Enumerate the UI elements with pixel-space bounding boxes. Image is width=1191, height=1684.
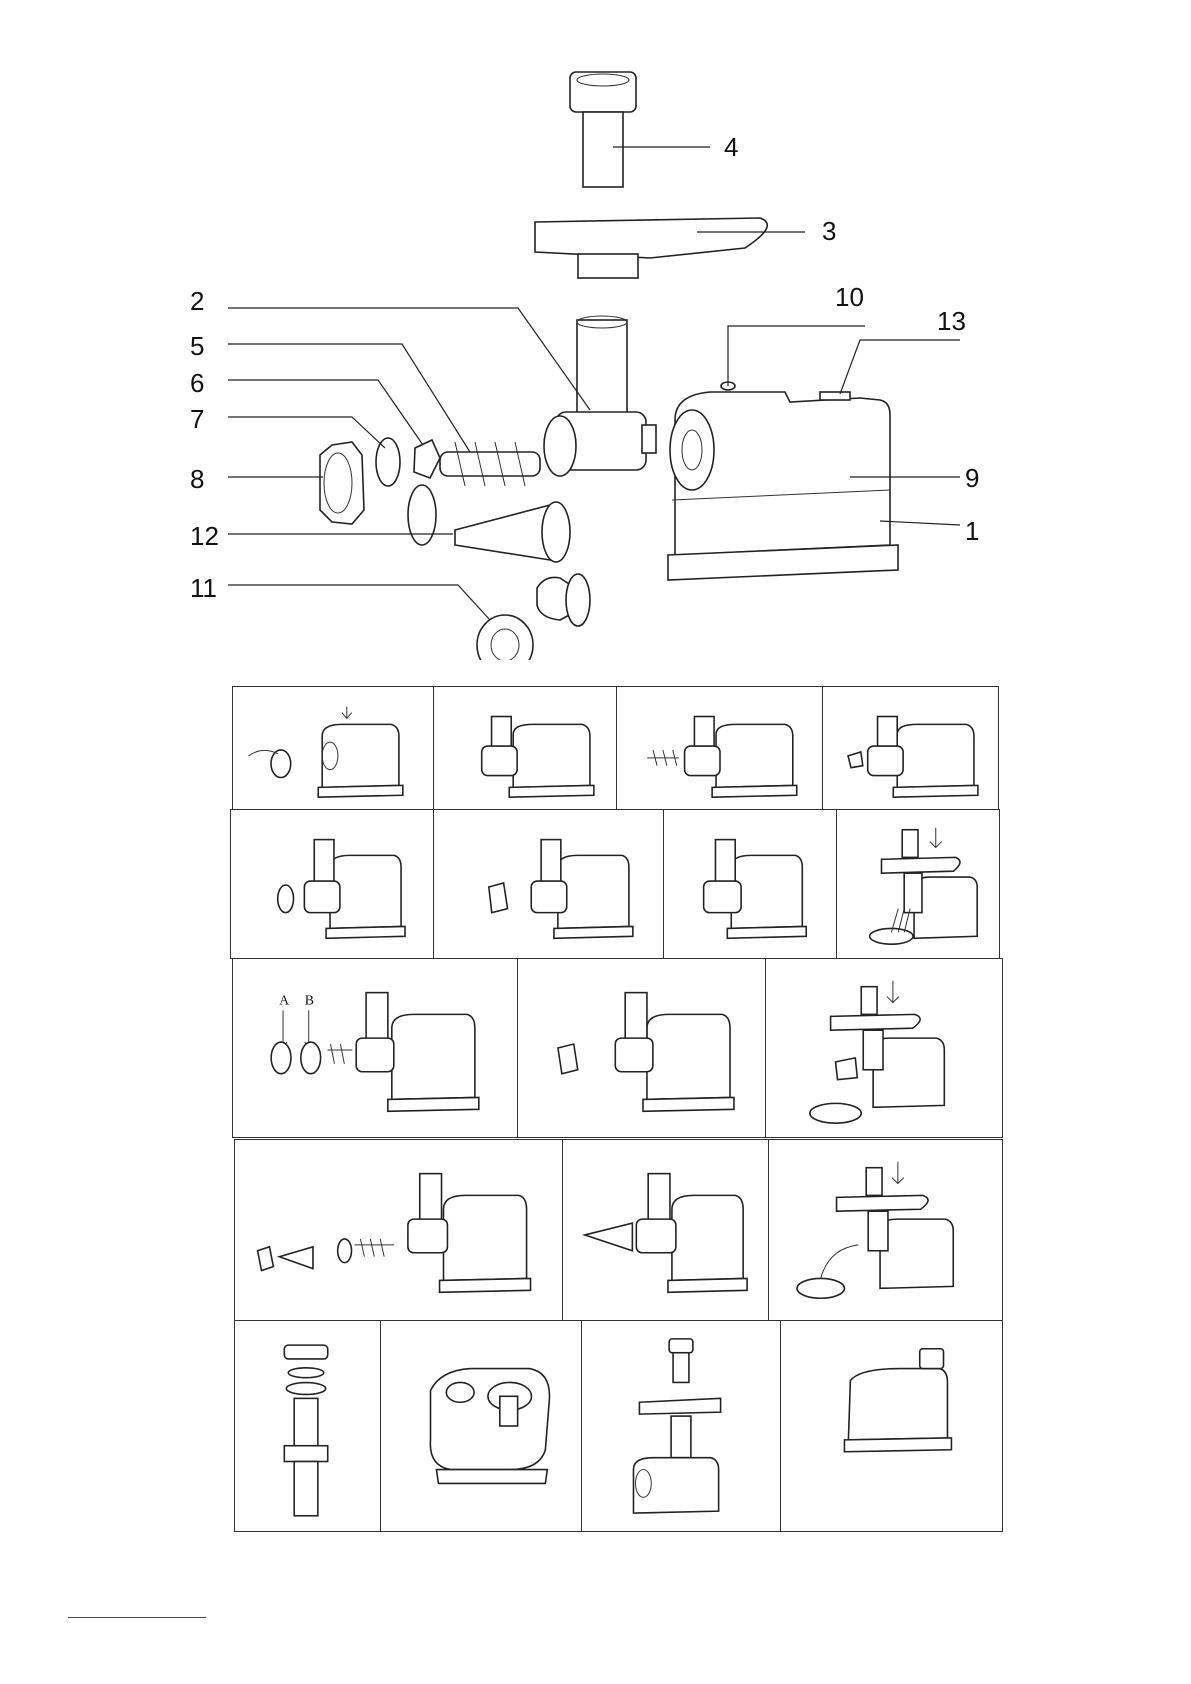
step-cell-5-4 bbox=[780, 1320, 1003, 1532]
step-illustration bbox=[381, 1321, 581, 1531]
part-number-6: 6 bbox=[190, 368, 204, 398]
leader-6 bbox=[228, 380, 423, 445]
part-number-2: 2 bbox=[190, 286, 204, 316]
step-illustration bbox=[823, 687, 998, 809]
part-number-12: 12 bbox=[190, 521, 219, 551]
step-cell-5-2 bbox=[380, 1320, 582, 1532]
step-cell-1-2 bbox=[433, 686, 617, 810]
step-illustration bbox=[766, 959, 1002, 1137]
ring-nut-illustration bbox=[320, 442, 364, 524]
leader-2 bbox=[228, 308, 590, 410]
part-number-10: 10 bbox=[835, 282, 864, 312]
blade-illustration bbox=[414, 440, 440, 478]
step-cell-4-2 bbox=[562, 1139, 769, 1321]
step-cell-4-1 bbox=[234, 1139, 563, 1321]
part-number-3: 3 bbox=[822, 216, 836, 246]
label-b: B bbox=[305, 992, 314, 1007]
leader-5 bbox=[228, 344, 470, 452]
part-number-11: 11 bbox=[190, 573, 217, 603]
leader-13 bbox=[840, 340, 960, 394]
step-cell-3-1: A B bbox=[232, 958, 518, 1138]
feed-screw-illustration bbox=[440, 442, 540, 486]
step-illustration: A B bbox=[233, 959, 517, 1137]
step-illustration bbox=[235, 1140, 562, 1320]
step-cell-1-3 bbox=[616, 686, 823, 810]
part-number-1: 1 bbox=[965, 516, 979, 546]
step-illustration bbox=[664, 810, 836, 958]
step-illustration bbox=[617, 687, 822, 809]
step-cell-2-4 bbox=[836, 809, 1000, 959]
kebbe-attachment-illustration bbox=[477, 574, 590, 660]
step-cell-2-3 bbox=[663, 809, 837, 959]
tray-illustration bbox=[535, 218, 767, 278]
leader-10 bbox=[728, 326, 865, 386]
step-illustration bbox=[563, 1140, 768, 1320]
step-illustration bbox=[781, 1321, 1002, 1531]
sausage-funnel-illustration bbox=[455, 502, 570, 562]
step-illustration bbox=[235, 1321, 380, 1531]
step-illustration bbox=[231, 810, 433, 958]
step-illustration bbox=[233, 687, 433, 809]
part-number-4: 4 bbox=[724, 132, 738, 162]
grinder-head-illustration bbox=[544, 316, 656, 476]
step-cell-3-3 bbox=[765, 958, 1003, 1138]
leader-7 bbox=[228, 417, 385, 448]
step-cell-4-3 bbox=[768, 1139, 1003, 1321]
leader-1 bbox=[880, 521, 960, 525]
step-illustration bbox=[434, 810, 663, 958]
footer-link-underline[interactable] bbox=[68, 1617, 206, 1618]
pusher-illustration bbox=[570, 72, 636, 187]
step-illustration bbox=[837, 810, 999, 958]
step-cell-3-2 bbox=[517, 958, 766, 1138]
part-number-13: 13 bbox=[937, 306, 966, 336]
label-a: A bbox=[279, 992, 289, 1007]
part-number-8: 8 bbox=[190, 464, 204, 494]
step-cell-5-3 bbox=[581, 1320, 781, 1532]
exploded-parts-diagram: 4 3 10 13 2 5 6 7 8 9 12 1 11 bbox=[0, 0, 1191, 660]
step-cell-1-4 bbox=[822, 686, 999, 810]
step-cell-1-1 bbox=[232, 686, 434, 810]
part-number-7: 7 bbox=[190, 404, 204, 434]
leader-11 bbox=[228, 585, 490, 620]
step-illustration bbox=[434, 687, 616, 809]
part-number-5: 5 bbox=[190, 331, 204, 361]
step-illustration bbox=[769, 1140, 1002, 1320]
step-illustration bbox=[518, 959, 765, 1137]
motor-body-illustration bbox=[668, 382, 898, 580]
step-cell-5-1 bbox=[234, 1320, 381, 1532]
step-cell-2-2 bbox=[433, 809, 664, 959]
step-cell-2-1 bbox=[230, 809, 434, 959]
step-illustration bbox=[582, 1321, 780, 1531]
part-number-9: 9 bbox=[965, 463, 979, 493]
